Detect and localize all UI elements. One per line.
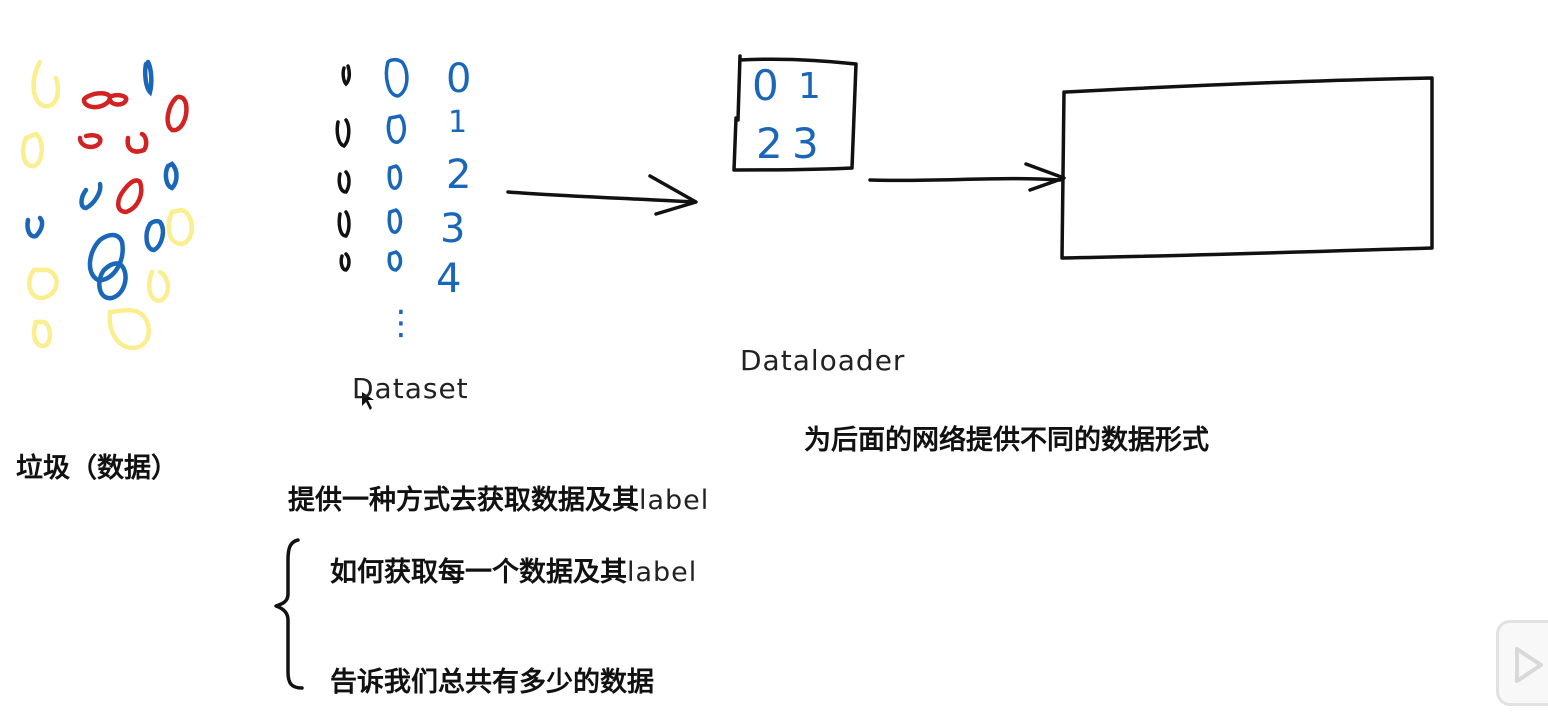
black-item — [337, 210, 351, 238]
blue-item — [387, 164, 403, 190]
red-blob — [81, 91, 112, 110]
red-blob — [165, 94, 189, 133]
arrow-dataloader-to-network — [868, 162, 1066, 192]
yellow-blob — [147, 269, 171, 303]
black-item — [335, 118, 351, 149]
index-label: 3 — [440, 206, 465, 252]
blue-blob — [163, 161, 179, 191]
blue-blob — [142, 59, 154, 97]
dataset-index-column: 0 1 2 3 4 ⋮ — [384, 56, 471, 343]
grid-label: 1 — [798, 66, 821, 107]
blue-item — [387, 250, 403, 272]
yellow-blob — [166, 207, 194, 247]
brace-item-1: 如何获取每一个数据及其label — [330, 550, 697, 589]
black-item — [339, 252, 351, 272]
black-item — [337, 170, 351, 194]
dataset-label: Dataset — [352, 372, 469, 405]
play-icon — [1515, 647, 1543, 683]
blue-blob — [79, 181, 103, 211]
red-blob — [77, 133, 103, 150]
brace-item-1-label-word: label — [627, 557, 698, 588]
brace-item-2: 告诉我们总共有多少的数据 — [330, 667, 654, 698]
dataset-description: 提供一种方式去获取数据及其label — [288, 478, 709, 517]
blue-item — [384, 57, 409, 98]
blue-item — [387, 208, 403, 234]
dataset-description-label-word: label — [639, 485, 710, 516]
yellow-blob — [107, 307, 151, 351]
yellow-blob — [31, 319, 53, 349]
grid-label: 0 — [752, 61, 779, 110]
garbage-caption: 垃圾（数据） — [16, 453, 178, 484]
curly-brace — [274, 538, 304, 690]
blue-blob — [144, 218, 166, 253]
black-item — [341, 64, 352, 87]
index-label: 2 — [446, 152, 471, 198]
blue-blob — [97, 261, 128, 301]
index-label: 1 — [448, 105, 467, 140]
brace-item-1-cn: 如何获取每一个数据及其 — [330, 557, 627, 588]
video-play-overlay[interactable] — [1496, 620, 1548, 706]
dataset-sketch — [335, 57, 409, 272]
blue-blob — [25, 215, 45, 239]
yellow-blob — [31, 59, 61, 109]
index-label: 4 — [436, 256, 461, 302]
index-label: ⋮ — [384, 303, 418, 343]
network-box — [1060, 76, 1434, 260]
index-label: 0 — [446, 56, 471, 102]
red-blob — [125, 131, 149, 154]
mouse-cursor — [362, 392, 374, 410]
garbage-blobs — [21, 59, 194, 351]
blue-blob — [87, 232, 125, 283]
dataset-description-cn: 提供一种方式去获取数据及其 — [288, 485, 639, 516]
grid-label: 2 — [756, 119, 783, 168]
arrow-dataset-to-dataloader — [506, 174, 698, 216]
dataloader-grid: 0 1 2 3 — [752, 61, 821, 168]
red-blob — [107, 92, 129, 107]
dataloader-label: Dataloader — [740, 344, 906, 377]
dataloader-description: 为后面的网络提供不同的数据形式 — [804, 425, 1209, 456]
yellow-blob — [27, 267, 59, 301]
grid-label: 3 — [792, 119, 819, 168]
yellow-blob — [21, 131, 44, 169]
blue-item — [386, 114, 406, 144]
red-blob — [116, 178, 144, 215]
dataloader-box — [732, 54, 858, 172]
